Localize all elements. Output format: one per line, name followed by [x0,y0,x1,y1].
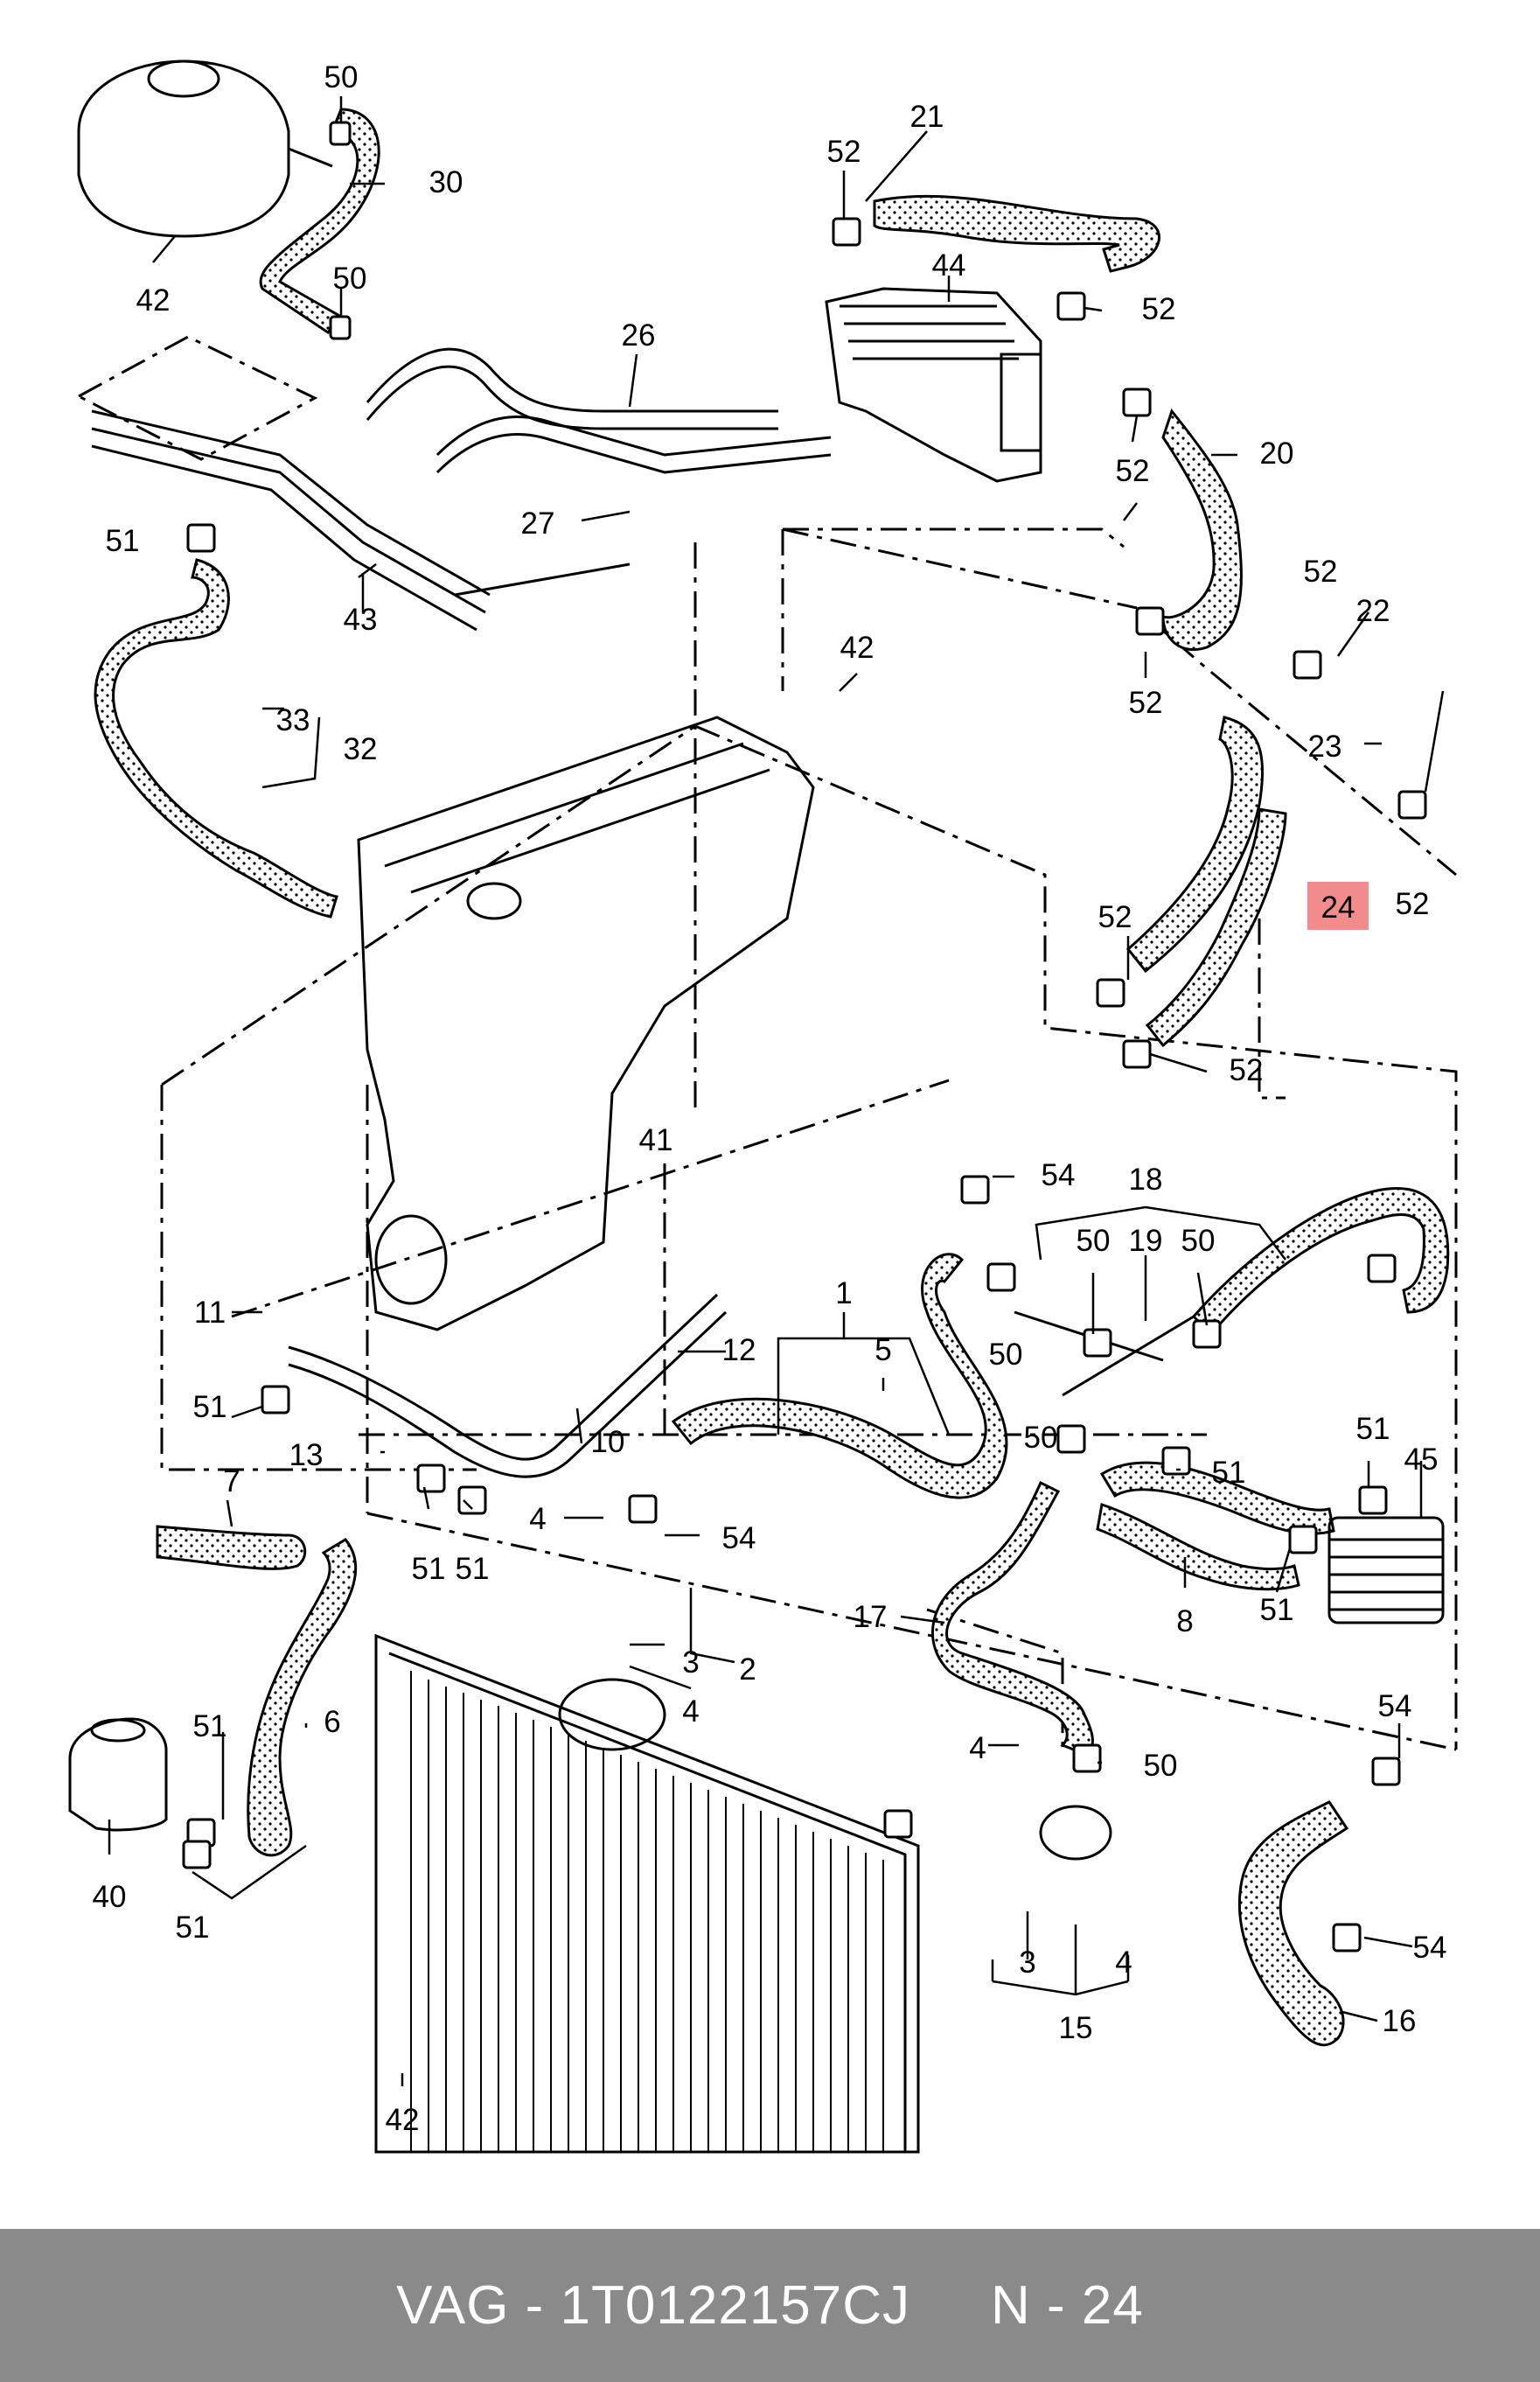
pipes [68,59,1445,2154]
callout: 33 [276,703,310,737]
hose-16 [1237,1800,1349,2047]
callout: 51 [176,1910,210,1945]
hose-24-b [1145,807,1287,1048]
callout: 50 [1024,1421,1058,1455]
callout: 4 [1115,1945,1132,1980]
hose-20 [1161,408,1243,652]
callout: 3 [1019,1945,1035,1980]
callout: 54 [1413,1931,1447,1965]
callout: 6 [324,1705,340,1739]
footer-ref: N - 24 [991,2275,1144,2336]
callout: 54 [1378,1689,1412,1723]
callout: 51 [1356,1412,1390,1446]
callout: 51 [1212,1456,1246,1490]
hose-8-b [1096,1503,1300,1591]
hose-18-right [1191,1187,1450,1337]
callout: 44 [932,248,966,283]
callout: 8 [1176,1604,1193,1638]
footer-part-number: VAG - 1T0122157CJ [396,2275,911,2336]
callout: 51 [193,1709,227,1743]
callout: 17 [854,1600,888,1634]
callout: 4 [529,1502,546,1536]
callout: 10 [591,1425,625,1459]
callout: 4 [682,1694,699,1729]
callout: 21 [910,100,944,134]
callout: 22 [1356,594,1390,628]
callout: 42 [136,283,171,318]
callout: 41 [639,1123,673,1157]
callout: 43 [344,603,378,637]
callout: 42 [386,2103,420,2137]
callout: 3 [682,1645,699,1680]
callout: 52 [1142,292,1176,326]
callout: 50 [1144,1749,1178,1783]
hose-17 [930,1480,1094,1756]
callout: 52 [1304,555,1338,589]
callout: 42 [840,631,875,665]
leader-lines [108,96,1445,2086]
callout: 27 [521,506,555,541]
callout: 52 [827,135,861,169]
coolant-system-exploded-diagram: 24 50 30 42 50 21 52 44 52 26 20 52 27 5… [68,59,1458,2154]
hose-6 [247,1538,358,1857]
callout: 52 [1230,1053,1264,1087]
callout: 30 [429,165,463,199]
callout: 50 [333,262,367,296]
clamps [182,121,1427,1952]
callout: 1 [835,1276,852,1310]
callout: 23 [1308,730,1342,764]
hoses [94,108,1450,2047]
callout: 15 [1059,2011,1093,2045]
callout: 51 [193,1390,227,1424]
callout: 50 [1077,1224,1111,1258]
callout: 50 [1181,1224,1216,1258]
callout: 11 [194,1296,226,1330]
callout: 32 [344,732,378,766]
callout: 13 [289,1438,324,1472]
highlight-callout-24: 24 [1307,882,1369,930]
callout: 18 [1129,1163,1163,1197]
callout: 7 [223,1464,240,1498]
callout: 52 [1098,900,1132,934]
callout: 40 [93,1880,127,1914]
callout: 26 [622,318,656,353]
callout-24-highlight: 24 [1321,891,1355,925]
callout: 5 [875,1333,891,1367]
callout: 50 [989,1338,1023,1372]
hose-24-a [1125,716,1265,974]
callout: 51 [456,1552,490,1586]
callout: 50 [324,60,359,94]
callout: 12 [722,1333,756,1367]
hose-21 [873,194,1160,273]
callout: 54 [722,1521,756,1555]
callout: 54 [1042,1158,1076,1192]
callout: 51 [412,1552,446,1586]
hose-7 [156,1525,307,1570]
callout-labels: 50 30 42 50 21 52 44 52 26 20 52 27 51 4… [93,60,1447,2137]
hose-30 [259,108,380,334]
callout: 19 [1129,1224,1163,1258]
callout: 20 [1260,437,1294,471]
callout: 52 [1396,887,1430,921]
callout: 51 [1260,1593,1294,1627]
callout: 4 [969,1731,986,1765]
callout: 52 [1116,454,1150,488]
callout: 16 [1383,2004,1417,2038]
callout: 51 [106,524,140,558]
callout: 45 [1404,1442,1439,1477]
part-number-footer: VAG - 1T0122157CJ N - 24 [0,2229,1540,2382]
callout: 2 [739,1652,756,1687]
hose-32 [94,558,338,919]
hose-1 [671,1253,1008,1499]
callout: 52 [1129,686,1163,720]
highlight-box [1307,882,1369,930]
